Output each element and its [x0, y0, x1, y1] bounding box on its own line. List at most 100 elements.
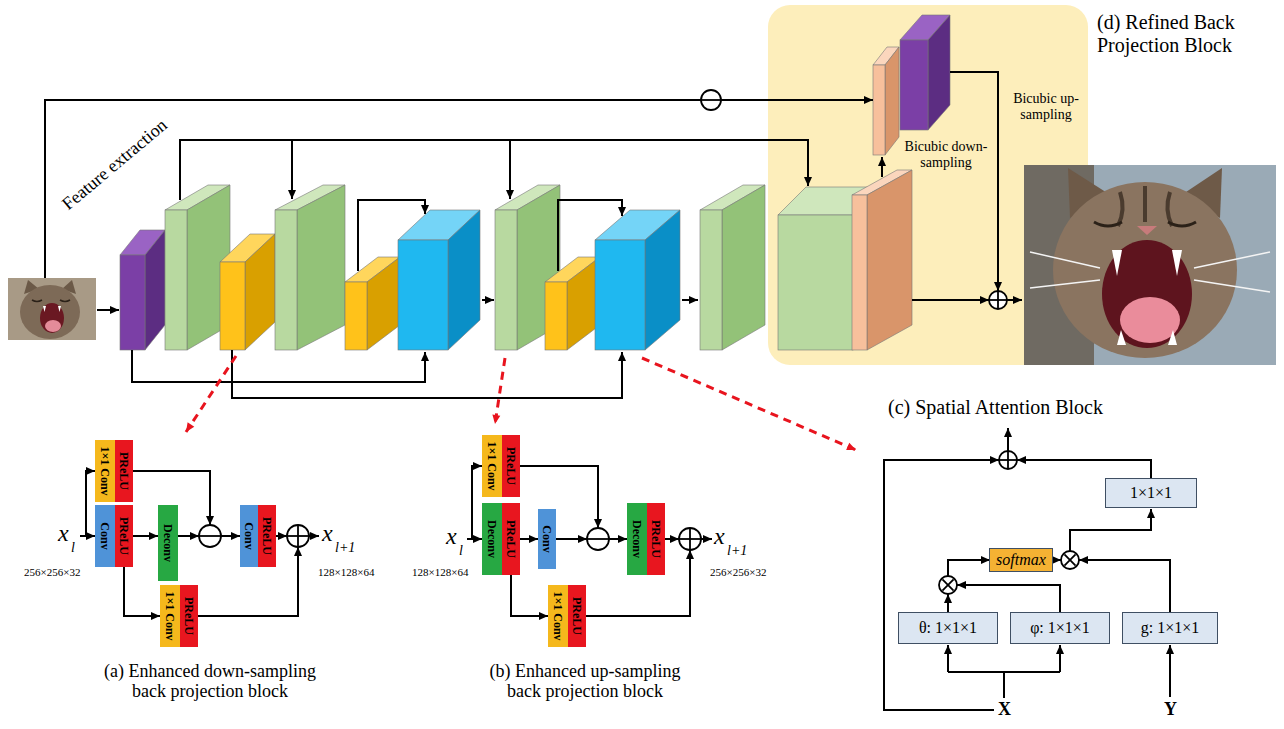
arrow-head: [421, 205, 429, 214]
arrow-head: [944, 645, 952, 654]
prelu-box: PReLU: [180, 585, 198, 647]
deconv-box: Deconv: [158, 505, 178, 581]
connector-line: [948, 671, 1060, 673]
cat-tongue: [45, 320, 61, 332]
connector-line: [1017, 460, 1151, 478]
prelu-box: PReLU: [258, 505, 276, 567]
callout-arrow: [186, 356, 236, 432]
subfigure-caption: (b) Enhanced up-sampling back projection…: [476, 662, 694, 702]
conv-box: 1×1×1: [1105, 478, 1197, 508]
input-name: Y: [1164, 700, 1177, 720]
arrow-head: [110, 306, 119, 314]
connector: [511, 575, 548, 620]
cat-mouth: [40, 303, 64, 333]
arrow-head: [1166, 645, 1174, 654]
arrow-head: [86, 467, 95, 475]
g-box: g: 1×1×1: [1122, 612, 1218, 644]
block-front: [700, 210, 722, 350]
block-side: [722, 185, 765, 350]
cat-head: [1053, 182, 1237, 358]
arrow-head: [618, 207, 626, 216]
panel-heading: (d) Refined Back Projection Block: [1097, 11, 1272, 57]
block-front: [595, 240, 645, 350]
block-front: [495, 210, 517, 350]
subscript: l+1: [335, 540, 355, 555]
connector-line: [950, 72, 998, 291]
arrow-head: [703, 535, 712, 543]
block-side: [645, 210, 680, 350]
arrow-head: [864, 96, 873, 104]
block-front: [852, 195, 867, 350]
arrow-head: [994, 282, 1002, 291]
times-operator: [939, 576, 957, 594]
operator-stroke: [942, 579, 953, 590]
prelu-box: PReLU: [115, 440, 133, 502]
arrow-head: [278, 532, 287, 540]
dimension-label: 256×256×32: [24, 566, 80, 578]
dimension-label: 128×128×64: [318, 566, 374, 578]
subscript: l+1: [727, 543, 747, 558]
section-label: Feature extraction: [59, 115, 172, 214]
operator-stroke: [1064, 554, 1075, 565]
connector-line: [721, 99, 873, 101]
block-side: [367, 257, 400, 350]
box-label: PReLU: [261, 517, 273, 555]
conv-box: Conv: [240, 505, 258, 567]
box-label: PReLU: [571, 597, 583, 635]
connector: [133, 532, 158, 540]
operation-label: Bicubic up-sampling: [1006, 91, 1086, 123]
arrow-head: [804, 177, 812, 186]
cat-whiskers: [1030, 252, 1270, 292]
times-operator: [1061, 551, 1079, 569]
arrow-head: [1147, 509, 1155, 518]
prelu-box: PReLU: [568, 585, 586, 647]
block-front: [778, 215, 853, 350]
connector-line: [358, 200, 425, 271]
conv1x1-box: 1×1 Conv: [482, 435, 502, 497]
cat-stripes: [1118, 186, 1172, 226]
subscript: l: [71, 540, 75, 555]
block-front: [545, 282, 567, 350]
connector-line: [558, 200, 622, 271]
operator-stroke: [587, 538, 609, 540]
box-label: 1×1 Conv: [486, 441, 498, 490]
plus-operator: [679, 528, 701, 550]
softmax-box: softmax: [989, 548, 1053, 572]
block-front: [120, 255, 145, 350]
arrow-head: [1013, 296, 1022, 304]
box-label: Conv: [541, 525, 553, 552]
arrow-head: [1052, 556, 1061, 564]
arrow-head: [594, 519, 602, 528]
box-label: softmax: [996, 552, 1046, 568]
cat-nose: [1137, 226, 1157, 235]
box-label: 1×1 Conv: [552, 591, 564, 640]
arrow-head: [86, 532, 95, 540]
box-label: PReLU: [183, 597, 195, 635]
connector-line: [1003, 672, 1005, 698]
variable-name: x: [322, 520, 333, 546]
connector-line: [1070, 509, 1151, 551]
arrow-head: [310, 532, 319, 540]
box-label: Conv: [99, 522, 111, 549]
block-side: [245, 234, 275, 350]
minus-operator: [199, 525, 221, 547]
arrow-head: [980, 296, 989, 304]
operator-stroke: [942, 579, 953, 590]
arrow-head: [186, 422, 194, 432]
variable-name: x: [446, 523, 457, 549]
arrow-head: [473, 462, 482, 470]
box-label: PReLU: [505, 520, 517, 558]
arrow-head: [618, 535, 627, 543]
arrow-head: [878, 157, 886, 166]
box-label: g: 1×1×1: [1141, 620, 1200, 636]
operator-stroke: [1007, 451, 1009, 469]
arrow-head: [539, 612, 548, 620]
cat-mouth: [1102, 240, 1192, 348]
block-side: [885, 47, 899, 155]
dimension-label: 128×128×64: [412, 566, 468, 578]
conv-box: Conv: [95, 505, 115, 567]
deconv-box: Deconv: [627, 503, 647, 575]
input-image: [8, 278, 96, 340]
deconv-box: Deconv: [482, 503, 502, 575]
arrow-head: [578, 535, 587, 543]
